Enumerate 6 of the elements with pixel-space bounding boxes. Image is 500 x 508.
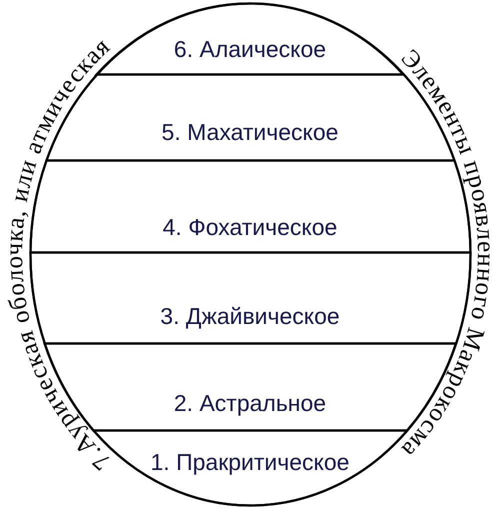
band-label: 2. Астральное (174, 390, 326, 416)
band-label: 5. Махатическое (162, 119, 338, 145)
band-label: 6. Алаическое (174, 36, 326, 62)
band-label: 3. Джайвическое (160, 303, 340, 329)
band-label: 1. Пракритическое (150, 449, 350, 475)
band-label: 4. Фохатическое (162, 214, 338, 240)
